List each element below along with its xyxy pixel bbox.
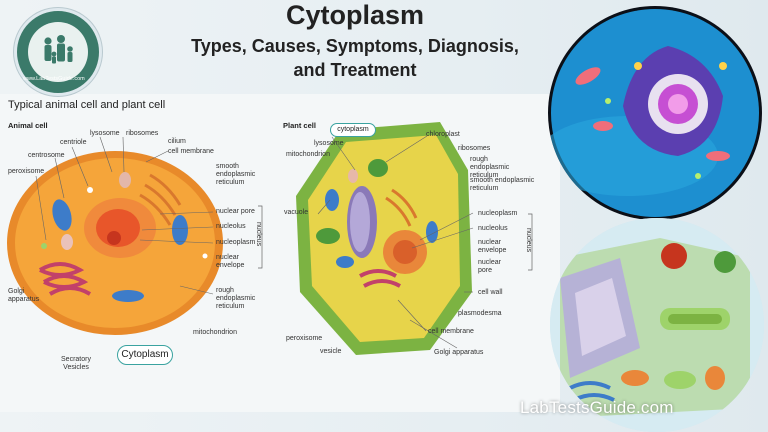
animal-label-cilium: cilium [168, 138, 186, 145]
page-title: Cytoplasm Types, Causes, Symptoms, Diagn… [120, 2, 590, 82]
logo-ring-text: www.LabTestsGuide.com [23, 76, 85, 82]
plant-label-nuclear-pore: nuclear pore [478, 259, 501, 274]
site-watermark: LabTestsGuide.com [520, 398, 674, 417]
animal-cytoplasm-callout: Cytoplasm [117, 345, 173, 365]
animal-cell-label: Animal cell [8, 121, 48, 130]
animal-label-nucleolus: nucleolus [216, 223, 246, 230]
animal-cell-illustration [7, 151, 223, 335]
site-logo: www.LabTestsGuide.com [14, 8, 102, 96]
animal-label-cell-membrane: cell membrane [168, 148, 214, 155]
animal-label-nucleoplasm: nucleoplasm [216, 239, 256, 246]
plant-label-ribosomes: ribosomes [458, 145, 491, 152]
cell-render-bottom-image [550, 218, 764, 432]
animal-label-golgi: Golgi apparatus [8, 288, 40, 303]
plant-label-cell-membrane: cell membrane [428, 328, 474, 335]
animal-label-lysosome: lysosome [90, 130, 120, 137]
plant-label-peroxisome: peroxisome [286, 335, 323, 342]
plant-cytoplasm-callout: cytoplasm [330, 123, 376, 137]
animal-label-rough-er: rough endoplasmic reticulum [216, 287, 256, 310]
plant-label-nuclear-envelope: nuclear envelope [478, 239, 507, 254]
plant-label-nucleolus: nucleolus [478, 225, 508, 232]
title-subtitle-line2: and Treatment [293, 60, 417, 80]
diagram-heading: Typical animal cell and plant cell [8, 99, 166, 111]
cell-render-circle-top [548, 6, 762, 220]
plant-label-vesicle: vesicle [320, 348, 342, 355]
animal-label-peroxisome: peroxisome [8, 168, 45, 175]
plant-label-rough-er: rough endoplasmic reticulum [470, 156, 510, 179]
title-main: Cytoplasm [285, 0, 425, 30]
plant-label-mitochondrion: mitochondrion [286, 151, 330, 158]
plant-cell-illustration [296, 122, 472, 355]
plant-label-cell-wall: cell wall [478, 289, 503, 296]
plant-label-smooth-er: smooth endoplasmic reticulum [470, 177, 535, 192]
animal-label-nuclear-envelope: nuclear envelope [216, 254, 245, 269]
animal-label-mitochondrion: mitochondrion [193, 329, 237, 336]
cell-render-circle-bottom [550, 218, 764, 432]
title-subtitle-line1: Types, Causes, Symptoms, Diagnosis, [191, 36, 519, 56]
plant-label-vacuole: vacuole [284, 209, 309, 216]
animal-label-smooth-er: smooth endoplasmic reticulum [216, 163, 256, 186]
animal-label-nuclear-pore: nuclear pore [216, 208, 255, 215]
animal-label-nucleus-bracket: nucleus [255, 222, 262, 247]
family-icon [28, 22, 88, 82]
cell-render-top-image [548, 9, 759, 217]
plant-label-nucleoplasm: nucleoplasm [478, 210, 518, 217]
plant-label-chloroplast: chloroplast [426, 131, 460, 138]
plant-cell-label: Plant cell [283, 121, 316, 130]
plant-label-golgi: Golgi apparatus [434, 349, 484, 356]
plant-label-plasmodesma: plasmodesma [458, 310, 502, 317]
animal-label-centrosome: centrosome [28, 152, 65, 159]
plant-label-lysosome: lysosome [314, 140, 344, 147]
animal-label-secretory-vesicles: Secratory Vesicles [61, 356, 91, 371]
animal-label-ribosomes: ribosomes [126, 130, 159, 137]
animal-label-centriole: centriole [60, 139, 87, 146]
plant-label-nucleus-bracket: nucleus [525, 228, 532, 253]
